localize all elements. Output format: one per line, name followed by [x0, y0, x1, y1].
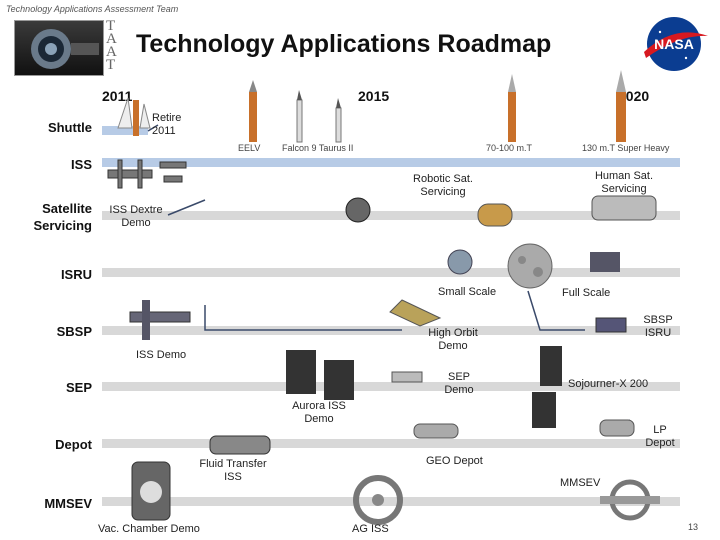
space-station-icon	[129, 300, 191, 340]
iss-dextre-demo-label: ISS Dextre Demo	[109, 204, 163, 229]
propellant-depot-icon	[413, 423, 459, 439]
mt130-label: 130 m.T Super Heavy	[582, 143, 670, 153]
rocket-icon	[296, 90, 303, 143]
small-scale-label: Small Scale	[438, 286, 497, 298]
space-station-icon	[353, 475, 403, 525]
row-label-mmsev: MMSEV	[44, 496, 92, 511]
row-label-shuttle: Shuttle	[47, 120, 92, 135]
sbsp-iss-demo-label: ISS Demo	[136, 349, 187, 361]
high-orbit-demo-label: High Orbit Demo	[428, 327, 478, 352]
year-2011: 2011	[102, 88, 133, 104]
nasa-logo: NASA	[644, 17, 708, 71]
propellant-depot-icon	[599, 419, 635, 437]
rocket-icon	[335, 98, 342, 143]
sbsp-demo-connector	[204, 305, 402, 331]
solar-array-icon	[532, 346, 562, 428]
shuttle-band	[102, 126, 148, 135]
page-number: 13	[687, 522, 698, 532]
human-sat-servicing-label: Human Sat. Servicing	[594, 170, 654, 195]
taat-letter: T	[106, 18, 116, 34]
aurora-iss-demo-label: Aurora ISS Demo	[292, 400, 346, 425]
mt70-label: 70-100 m.T	[486, 143, 533, 153]
eelv-label: EELV	[238, 143, 261, 153]
sep-demo-label: SEP Demo	[444, 371, 474, 396]
habitat-icon	[131, 461, 171, 521]
rocket-icon	[249, 80, 257, 142]
mmsev-band	[102, 497, 680, 506]
solar-array-icon	[447, 249, 473, 275]
nasa-wordmark: NASA	[654, 36, 694, 52]
solar-array-icon	[286, 350, 354, 400]
shuttle-icon	[117, 97, 151, 136]
satellite-icon	[477, 203, 513, 227]
taat-logo-image	[14, 20, 104, 76]
dextre-connector	[167, 199, 206, 216]
space-station-icon	[107, 159, 187, 189]
taat-letter: A	[106, 31, 117, 47]
taat-letter: A	[106, 44, 117, 60]
space-station-icon	[600, 479, 660, 521]
lp-depot-label: LP Depot	[645, 424, 675, 449]
rocket-icon	[616, 70, 626, 142]
ag-iss-label: AG ISS	[352, 523, 389, 535]
row-label-satellite-servicing: Satellite Servicing	[33, 201, 92, 233]
iss-band	[102, 158, 680, 167]
retire-connector	[147, 124, 159, 132]
team-name: Technology Applications Assessment Team	[6, 4, 179, 14]
sbsp-isru-connector	[527, 290, 585, 331]
satellite-icon	[391, 371, 423, 383]
row-label-iss: ISS	[71, 157, 92, 172]
row-label-sep: SEP	[65, 380, 92, 395]
year-2015: 2015	[358, 88, 390, 104]
robotic-sat-servicing-label: Robotic Sat. Servicing	[413, 173, 473, 198]
row-label-isru: ISRU	[60, 267, 92, 282]
depot-band	[102, 439, 680, 448]
telescope-icon	[31, 29, 99, 69]
solar-array-icon	[389, 299, 442, 327]
full-scale-label: Full Scale	[562, 287, 611, 299]
taat-letter: T	[106, 57, 116, 73]
retire-label: Retire 2011	[152, 112, 182, 137]
sojourner-label: Sojourner-X 200	[568, 378, 649, 390]
habitat-icon	[591, 195, 657, 221]
sep-band	[102, 382, 680, 391]
satellite-servicing-band	[102, 211, 680, 220]
row-label-sbsp: SBSP	[56, 324, 92, 339]
row-label-depot: Depot	[55, 437, 92, 452]
solar-array-icon	[590, 252, 620, 272]
satellite-icon	[345, 197, 371, 223]
rocket-icon	[508, 74, 516, 142]
propellant-depot-icon	[209, 435, 271, 455]
taat-acronym: T A A T	[106, 18, 120, 73]
satellite-icon	[595, 317, 627, 333]
vac-chamber-demo-label: Vac. Chamber Demo	[98, 523, 200, 535]
geo-depot-label: GEO Depot	[426, 455, 483, 467]
mmsev-vehicle-label: MMSEV	[560, 477, 601, 489]
moon-icon	[507, 243, 553, 289]
page-title: Technology Applications Roadmap	[136, 30, 552, 58]
fluid-transfer-iss-label: Fluid Transfer ISS	[199, 458, 267, 483]
isru-band	[102, 268, 680, 277]
falcon-taurus-label: Falcon 9 Taurus II	[282, 143, 354, 153]
sbsp-isru-label: SBSP ISRU	[643, 314, 673, 339]
